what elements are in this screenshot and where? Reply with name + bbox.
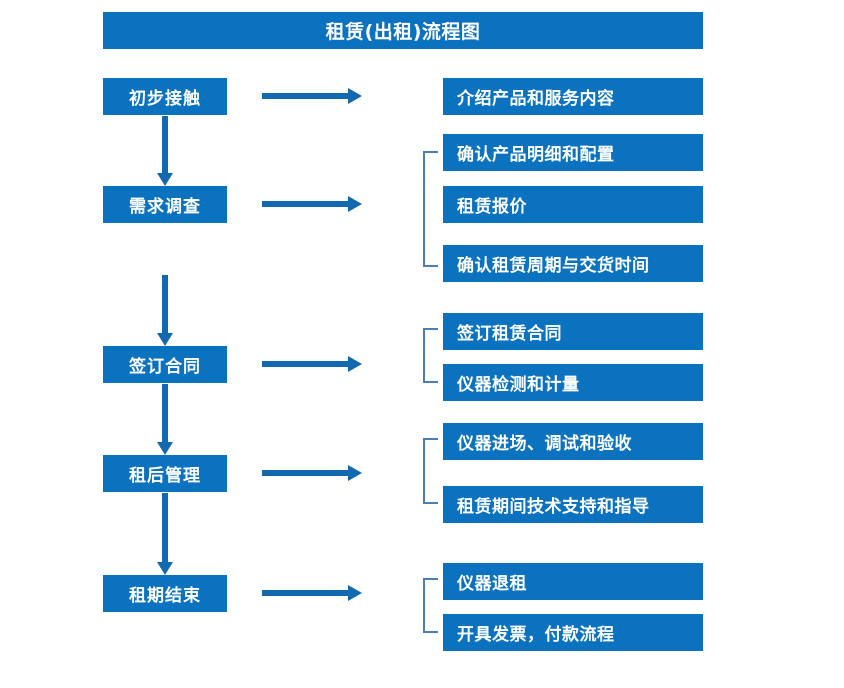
down-arrow-3 [157,384,173,455]
right-arrow-2 [262,196,362,212]
stage-box-zuhouguanli[interactable]: 租后管理 [103,455,227,492]
right-arrow-3 [262,356,362,372]
detail-box-querenzulinzhouqi[interactable]: 确认租赁周期与交货时间 [443,245,703,282]
group-bracket-qiandinghetong [423,328,438,383]
stage-box-chubujiechu[interactable]: 初步接触 [103,78,227,115]
down-arrow-2 [157,275,173,346]
group-bracket-zuqijieshu [423,578,438,633]
down-arrow-4 [157,493,173,575]
page-title: 租赁(出租)流程图 [103,12,703,49]
detail-box-jieshaochanpin[interactable]: 介绍产品和服务内容 [443,78,703,115]
detail-box-kaijufapiao[interactable]: 开具发票，付款流程 [443,614,703,651]
detail-box-querenchanpin[interactable]: 确认产品明细和配置 [443,134,703,171]
group-bracket-xuqiudiaocha [423,151,438,267]
stage-box-qiandinghetong[interactable]: 签订合同 [103,346,227,383]
stage-box-xuqiudiaocha[interactable]: 需求调查 [103,186,227,223]
right-arrow-1 [262,88,362,104]
detail-box-yiqijiance[interactable]: 仪器检测和计量 [443,364,703,401]
group-bracket-zuhouguanli [423,438,438,504]
right-arrow-5 [262,585,362,601]
stage-box-zuqijieshu[interactable]: 租期结束 [103,575,227,612]
down-arrow-1 [157,116,173,186]
right-arrow-4 [262,465,362,481]
detail-box-zulinbaojia[interactable]: 租赁报价 [443,186,703,223]
detail-box-zulinqijian[interactable]: 租赁期间技术支持和指导 [443,486,703,523]
detail-box-yiqituizu[interactable]: 仪器退租 [443,563,703,600]
detail-box-qiandingzulinhetong[interactable]: 签订租赁合同 [443,313,703,350]
detail-box-yiqijinchang[interactable]: 仪器进场、调试和验收 [443,423,703,460]
